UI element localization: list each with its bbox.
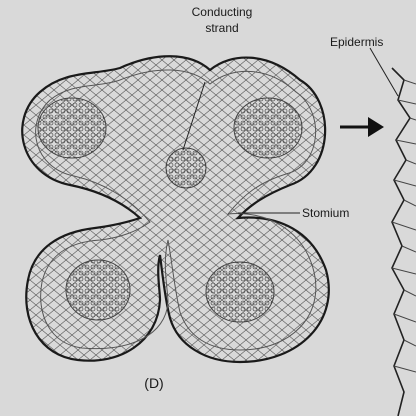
conducting-strand-label-line1: Conducting	[192, 5, 253, 19]
pollen-sac-upper-right	[233, 97, 303, 159]
stomium-label: Stomium	[302, 206, 349, 220]
conducting-strand-tissue	[165, 147, 207, 189]
anther-epidermis-inner	[35, 69, 317, 351]
pollen-sac-lower-right	[205, 261, 275, 323]
epidermis-panel	[391, 67, 416, 416]
epidermis-leader	[369, 47, 399, 97]
arrow-right-icon	[340, 117, 384, 137]
pollen-sac-lower-left	[65, 259, 131, 321]
panel-label: (D)	[144, 375, 163, 391]
pollen-sac-upper-left	[37, 97, 107, 159]
conducting-strand-leader	[182, 81, 206, 151]
epidermis-label: Epidermis	[330, 35, 383, 49]
conducting-strand-label-line2: strand	[205, 21, 238, 35]
